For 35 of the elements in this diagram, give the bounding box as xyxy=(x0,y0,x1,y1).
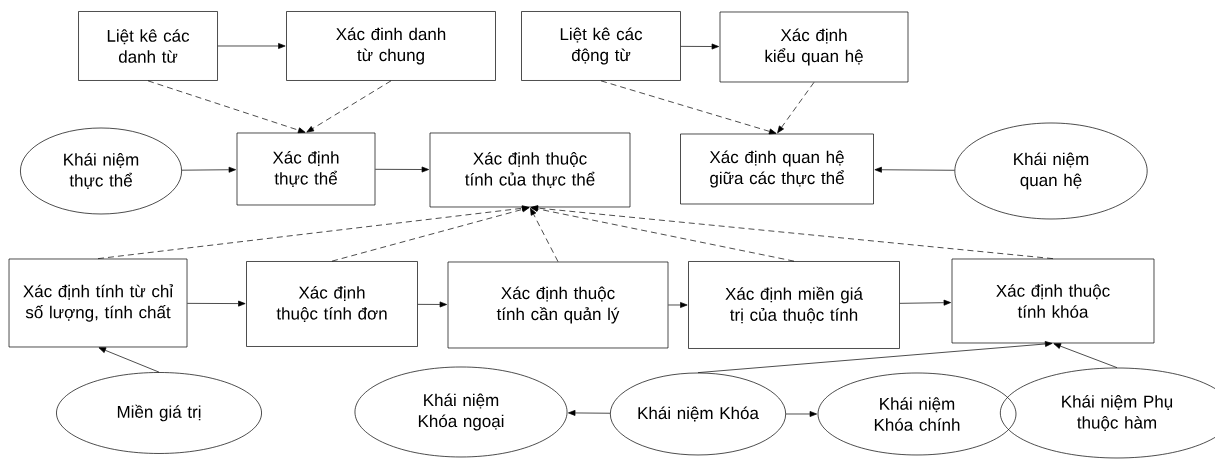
arrow xyxy=(568,410,611,416)
process-box: Xác định kiểu quan hệ xyxy=(719,11,909,83)
arrow xyxy=(97,205,530,259)
arrow xyxy=(1053,343,1118,368)
arrow xyxy=(147,80,306,134)
arrow xyxy=(777,82,815,134)
arrow xyxy=(668,302,688,308)
arrow xyxy=(331,206,530,262)
arrow xyxy=(187,300,246,307)
arrow xyxy=(785,411,817,417)
arrow xyxy=(600,80,777,135)
arrow xyxy=(899,299,951,306)
arrow xyxy=(530,207,559,262)
process-box: Xác định thuộc tính cần quản lý xyxy=(447,261,669,349)
process-box: Xác định thuộc tính đơn xyxy=(246,261,418,347)
arrow xyxy=(306,80,392,133)
process-box: Xác định miền giá trị của thuộc tính xyxy=(688,261,900,349)
arrow xyxy=(697,341,1053,373)
arrow xyxy=(680,43,719,50)
arrow xyxy=(98,347,160,373)
process-box: Xác định thuộc tính khóa xyxy=(951,258,1155,344)
process-box: Xác đinh danh từ chung xyxy=(286,11,496,81)
process-box: Liệt kê các danh từ xyxy=(78,11,218,81)
arrow xyxy=(217,43,286,49)
process-box: Xác định thuộc tính của thực thể xyxy=(429,132,631,208)
arrow xyxy=(375,166,430,173)
arrow xyxy=(530,206,795,262)
process-box: Xác định tính từ chỉ số lượng, tính chất xyxy=(8,258,188,348)
process-box: Xác định thực thể xyxy=(236,132,376,206)
arrow xyxy=(874,166,955,173)
arrow xyxy=(417,301,448,308)
arrow xyxy=(181,166,236,173)
arrow xyxy=(530,205,1054,259)
process-box: Liệt kê các động từ xyxy=(521,11,681,81)
process-box: Xác định quan hệ giữa các thực thể xyxy=(680,133,874,205)
